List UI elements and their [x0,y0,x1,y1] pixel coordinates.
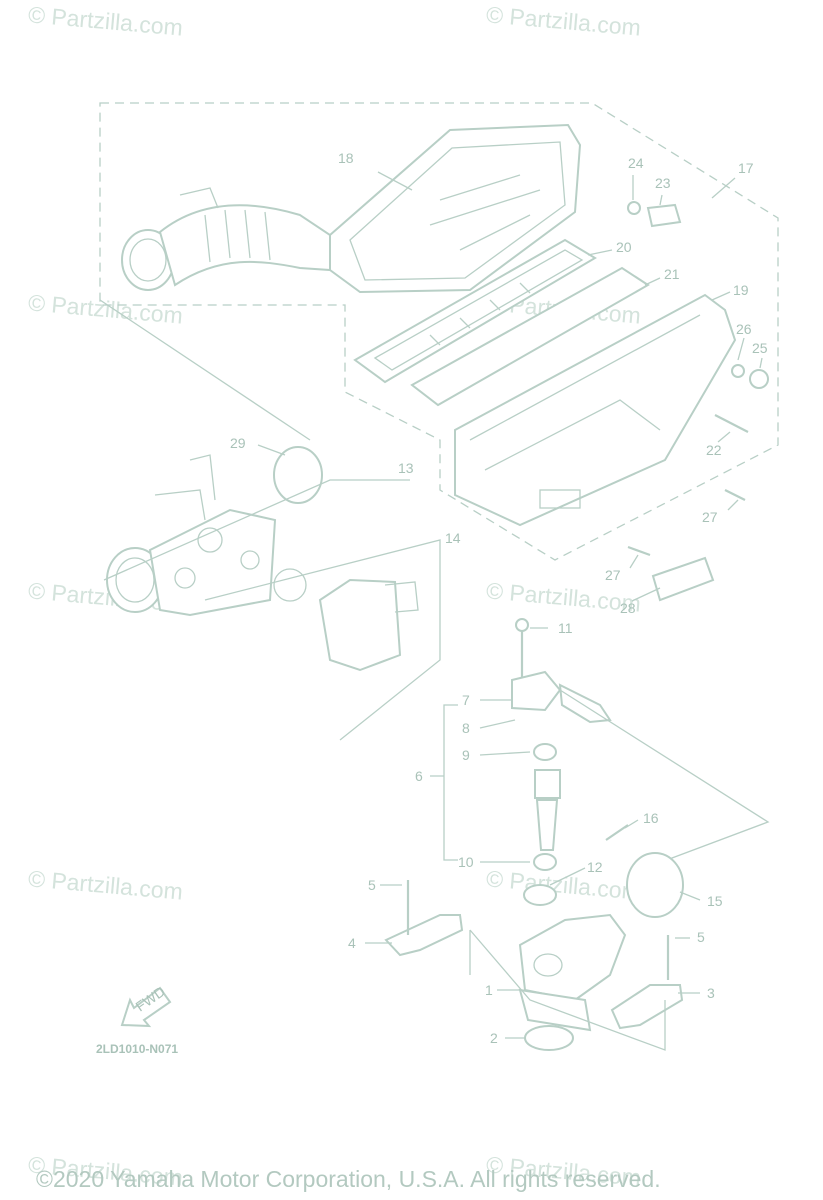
intake-joint-part [518,913,627,1032]
leader-line [469,929,666,1051]
callout-label: 28 [620,600,636,616]
callout-label: 23 [655,175,671,191]
hose-clamp-part [626,852,684,918]
air-cleaner-lower-case-part [454,293,737,527]
air-cleaner-upper-case-part [329,123,582,294]
copyright-notice: ©2020 Yamaha Motor Corporation, U.S.A. A… [36,1166,661,1192]
injector-assembly-part [511,618,612,871]
leader-line [99,299,311,441]
callout-label: 11 [558,620,573,636]
air-filter-element-part [353,238,597,384]
bracket-part [384,914,464,957]
leader-line [103,479,410,581]
callout-label: 19 [733,282,749,298]
clamp-part [731,364,745,378]
callout-label: 8 [462,720,470,736]
intake-duct-part [121,187,331,291]
callout-label: 9 [462,747,470,763]
callout-label: 22 [706,442,722,458]
o-ring-part [524,1025,574,1051]
throttle-sensor-part [273,568,419,672]
callout-label: 2 [490,1030,498,1046]
callout-label: 4 [348,935,356,951]
callout-label: 7 [462,692,470,708]
throttle-body-part [106,454,277,617]
gasket-part [523,884,557,906]
plug-part [646,203,682,228]
pin-part [605,824,629,841]
callout-label: 25 [752,340,768,356]
clamp-part [627,201,641,215]
bracket-part [651,556,715,602]
callout-label: 20 [616,239,632,255]
callout-label: 1 [485,982,493,998]
leader-line [559,689,770,871]
callout-label: 10 [458,854,474,870]
callout-label: 5 [697,929,705,945]
callout-label: 16 [643,810,659,826]
bracket-part [610,984,684,1030]
callout-label: 15 [707,893,723,909]
callout-label: 29 [230,435,246,451]
bolt-part [627,545,651,557]
callout-label: 27 [702,509,718,525]
bolt-part [724,489,746,501]
callout-label: 17 [738,160,754,176]
callout-label: 26 [736,321,752,337]
callout-label: 5 [368,877,376,893]
callout-label: 21 [664,266,680,282]
callout-labels: 1 2 3 4 5 5 6 7 8 9 10 11 12 13 14 15 16… [230,150,768,1046]
callout-label: 6 [415,768,423,784]
gasket-part [410,266,650,407]
assembly-boundary-17 [99,102,779,561]
fwd-arrow-icon: FWD [120,983,172,1028]
callout-label: 27 [605,567,621,583]
leader-line [430,704,458,861]
diagram-code: 2LD1010-N071 [96,1042,179,1056]
callout-label: 13 [398,460,414,476]
leader-line [204,539,441,741]
plug-part [749,369,769,389]
callout-label: 24 [628,155,644,171]
callout-label: 18 [338,150,354,166]
callout-leaders [257,171,763,1039]
callout-label: 14 [445,530,461,546]
callout-label: 3 [707,985,715,1001]
bolt-part [714,414,749,433]
callout-label: 12 [587,859,603,875]
